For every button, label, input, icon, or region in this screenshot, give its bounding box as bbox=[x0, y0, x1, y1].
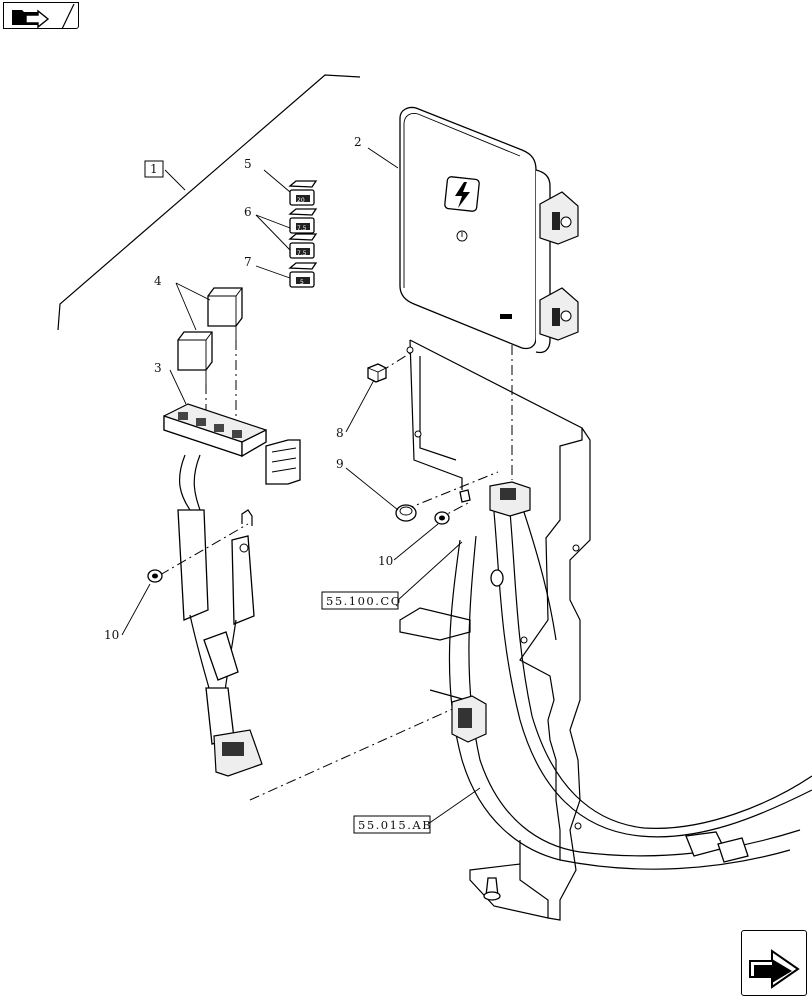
bolt-8 bbox=[367, 363, 387, 383]
fuse-6b-rating: 7.5 bbox=[297, 250, 307, 257]
callout-10-right[interactable]: 10 bbox=[378, 554, 393, 568]
right-harness bbox=[448, 481, 812, 870]
callout-10-left[interactable]: 10 bbox=[104, 628, 119, 642]
fuse-6a-rating: 7.5 bbox=[297, 225, 307, 232]
nav-index-button[interactable] bbox=[3, 2, 79, 30]
fuse-5: 20 bbox=[263, 169, 318, 206]
callout-4[interactable]: 4 bbox=[154, 274, 162, 288]
svg-text:1: 1 bbox=[150, 162, 158, 176]
callout-6[interactable]: 6 bbox=[244, 205, 252, 219]
svg-text:55.100.CQ: 55.100.CQ bbox=[326, 594, 402, 608]
fuse-6b: 7.5 bbox=[288, 233, 318, 259]
mounting-frame bbox=[399, 339, 591, 921]
fuse-7: 5 bbox=[255, 262, 318, 288]
next-page-arrow-icon bbox=[749, 949, 800, 989]
kit-bracket bbox=[57, 74, 361, 331]
folder-arrow-icon bbox=[12, 3, 75, 30]
callout-5[interactable]: 5 bbox=[244, 157, 252, 171]
fuse-5-rating: 20 bbox=[297, 197, 305, 204]
nut-9 bbox=[395, 504, 417, 522]
nut-right bbox=[434, 511, 450, 525]
left-harness bbox=[177, 454, 263, 777]
relay-upper bbox=[207, 287, 243, 340]
svg-text:55.015.AB: 55.015.AB bbox=[358, 818, 432, 832]
reference-55-100-cq[interactable]: 55.100.CQ bbox=[321, 591, 402, 610]
callout-9[interactable]: 9 bbox=[336, 457, 344, 471]
relay-lower bbox=[177, 331, 213, 384]
nut-left bbox=[147, 569, 163, 583]
fuse-6a: 7.5 bbox=[288, 208, 318, 234]
callout-2[interactable]: 2 bbox=[354, 135, 362, 149]
control-module bbox=[399, 106, 579, 354]
callout-8[interactable]: 8 bbox=[336, 426, 344, 440]
nav-next-button[interactable] bbox=[741, 930, 807, 996]
callout-7[interactable]: 7 bbox=[244, 255, 252, 269]
callout-3[interactable]: 3 bbox=[154, 361, 162, 375]
callout-1[interactable]: 1 bbox=[144, 160, 164, 178]
fuse-relay-box bbox=[163, 369, 301, 485]
reference-55-015-ab[interactable]: 55.015.AB bbox=[353, 815, 432, 834]
fuse-7-rating: 5 bbox=[300, 279, 304, 286]
